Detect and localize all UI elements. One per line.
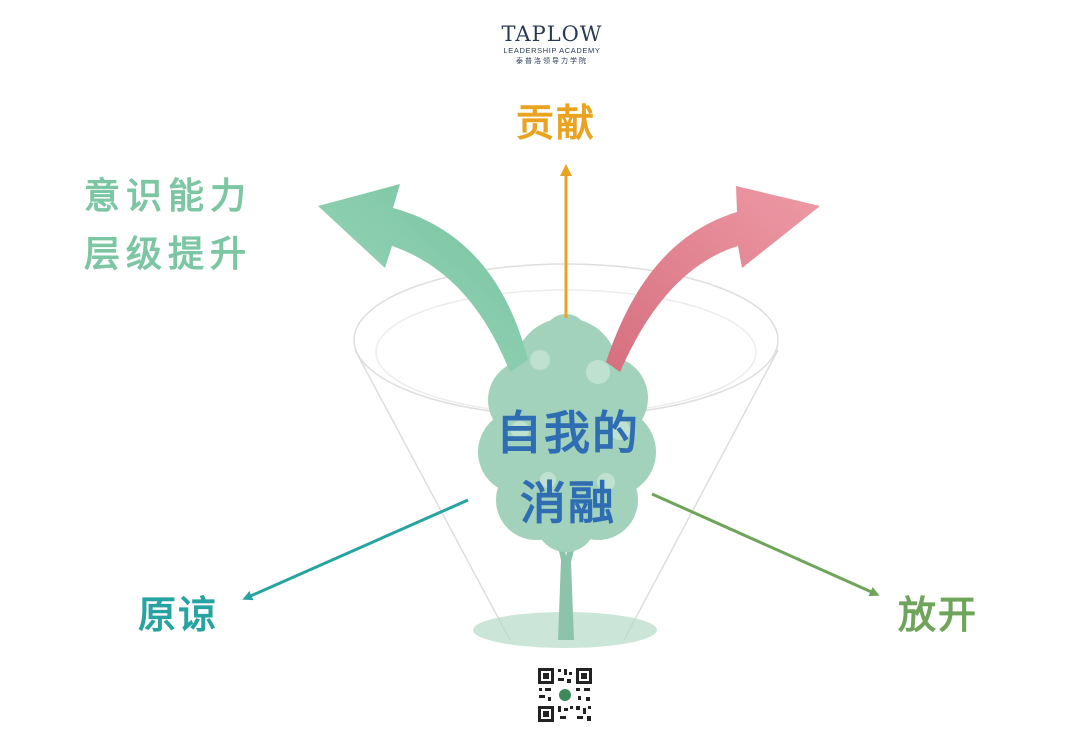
upward-right-arrow xyxy=(606,186,820,372)
label-contribution: 贡献 xyxy=(516,101,597,145)
logo-chinese: 泰普洛领导力学院 xyxy=(516,57,588,65)
awareness-arrow xyxy=(318,184,528,372)
tree-illustration xyxy=(473,314,657,648)
label-awareness-line1: 意识能力 xyxy=(84,176,253,217)
label-let-go: 放开 xyxy=(898,593,979,637)
logo-name: TAPLOW xyxy=(501,22,603,46)
qr-code-icon xyxy=(536,666,594,724)
taplow-logo: TAPLOW LEADERSHIP ACADEMY 泰普洛领导力学院 xyxy=(488,22,616,66)
label-awareness: 意识能力 层级提升 xyxy=(84,168,252,284)
center-title-line2: 消融 xyxy=(520,476,616,530)
label-forgive: 原谅 xyxy=(138,593,219,637)
forgive-arrow xyxy=(242,498,469,601)
let-go-arrow xyxy=(651,492,880,597)
center-title: 自我的 消融 xyxy=(488,398,648,538)
label-awareness-line2: 层级提升 xyxy=(84,234,253,275)
center-title-line1: 自我的 xyxy=(496,406,640,460)
logo-subtitle: LEADERSHIP ACADEMY xyxy=(503,46,601,55)
